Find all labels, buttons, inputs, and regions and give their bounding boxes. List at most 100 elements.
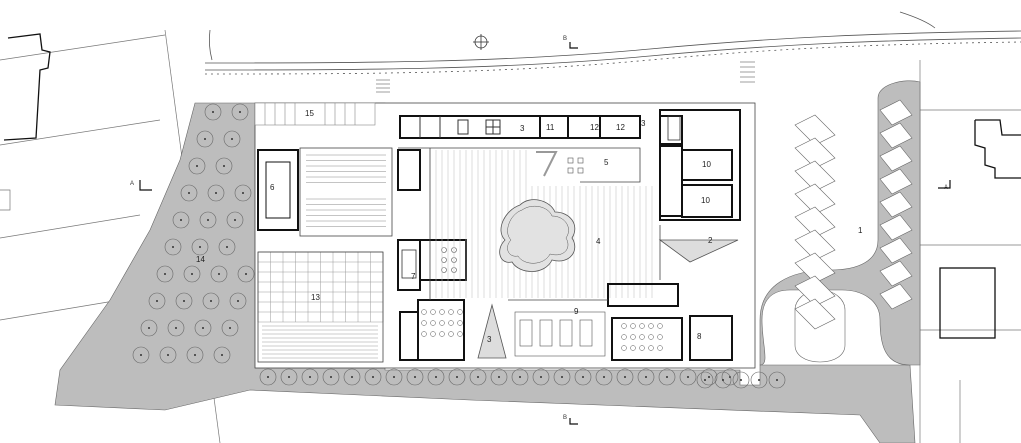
tree-icon bbox=[226, 211, 244, 229]
atrium-walls bbox=[398, 147, 661, 301]
tree-trunk bbox=[180, 219, 182, 221]
tree-icon bbox=[750, 371, 768, 389]
tree-trunk bbox=[704, 379, 706, 381]
room-9-tables bbox=[514, 311, 606, 357]
tree-icon bbox=[148, 292, 166, 310]
table-seat bbox=[457, 309, 463, 315]
tree-icon bbox=[234, 184, 252, 202]
table-seat bbox=[421, 309, 427, 315]
label-10-lower: 10 bbox=[701, 196, 710, 205]
tree-trunk bbox=[234, 219, 236, 221]
tree-icon bbox=[637, 368, 655, 386]
table-seat bbox=[430, 309, 436, 315]
tree-icon bbox=[448, 368, 466, 386]
label-6: 6 bbox=[270, 183, 275, 192]
tree-trunk bbox=[456, 376, 458, 378]
table-seat bbox=[421, 320, 427, 326]
kitchen-5-icons bbox=[567, 157, 584, 174]
tree-trunk bbox=[245, 273, 247, 275]
tree-trunk bbox=[212, 111, 214, 113]
label-13: 13 bbox=[311, 293, 320, 302]
table-seat bbox=[430, 320, 436, 326]
tree-icon bbox=[140, 319, 158, 337]
tree-trunk bbox=[226, 246, 228, 248]
tree-icon bbox=[231, 103, 249, 121]
tree-trunk bbox=[194, 354, 196, 356]
tree-icon bbox=[532, 368, 550, 386]
tree-trunk bbox=[561, 376, 563, 378]
tree-trunk bbox=[172, 246, 174, 248]
tree-icon bbox=[322, 368, 340, 386]
tree-trunk bbox=[229, 327, 231, 329]
tree-icon bbox=[229, 292, 247, 310]
label-10-upper: 10 bbox=[702, 160, 711, 169]
section-b-top: B bbox=[563, 36, 567, 42]
tree-trunk bbox=[221, 354, 223, 356]
table-seat bbox=[657, 345, 663, 351]
tree-trunk bbox=[666, 376, 668, 378]
tree-icon bbox=[364, 368, 382, 386]
table-seat bbox=[648, 345, 654, 351]
label-12-b: 12 bbox=[616, 123, 625, 132]
table-seat bbox=[621, 345, 627, 351]
tree-trunk bbox=[498, 376, 500, 378]
north-arrow-icon bbox=[473, 34, 489, 50]
tree-icon bbox=[172, 211, 190, 229]
tree-icon bbox=[215, 157, 233, 175]
tree-icon bbox=[553, 368, 571, 386]
label-2: 2 bbox=[708, 236, 713, 245]
tree-trunk bbox=[175, 327, 177, 329]
tree-icon bbox=[180, 184, 198, 202]
label-11: 11 bbox=[546, 123, 555, 132]
tree-trunk bbox=[204, 138, 206, 140]
section-markers bbox=[139, 42, 951, 425]
tree-trunk bbox=[645, 376, 647, 378]
parking-bays-left bbox=[794, 114, 836, 330]
table-seat bbox=[657, 323, 663, 329]
table-seat bbox=[430, 331, 436, 337]
tree-icon bbox=[186, 346, 204, 364]
tree-trunk bbox=[218, 273, 220, 275]
table-seat bbox=[439, 309, 445, 315]
label-3-north: 3 bbox=[520, 124, 525, 133]
table-seat bbox=[648, 334, 654, 340]
tree-trunk bbox=[199, 246, 201, 248]
table-seat bbox=[457, 331, 463, 337]
section-a-right: A bbox=[944, 185, 948, 191]
tree-trunk bbox=[223, 165, 225, 167]
tree-icon bbox=[159, 346, 177, 364]
tree-trunk bbox=[164, 273, 166, 275]
tree-trunk bbox=[309, 376, 311, 378]
tree-trunk bbox=[722, 379, 724, 381]
table-seat bbox=[657, 334, 663, 340]
tree-trunk bbox=[372, 376, 374, 378]
tree-icon bbox=[223, 130, 241, 148]
tree-icon bbox=[616, 368, 634, 386]
tree-icon bbox=[768, 371, 786, 389]
tree-icon bbox=[207, 184, 225, 202]
table-seat bbox=[448, 331, 454, 337]
tree-icon bbox=[191, 238, 209, 256]
tree-icon bbox=[280, 368, 298, 386]
tree-trunk bbox=[393, 376, 395, 378]
tree-icon bbox=[714, 371, 732, 389]
table-seat bbox=[448, 309, 454, 315]
tree-trunk bbox=[231, 138, 233, 140]
room-13-outline bbox=[257, 251, 384, 363]
tree-trunk bbox=[477, 376, 479, 378]
tree-trunk bbox=[210, 300, 212, 302]
tree-trunk bbox=[267, 376, 269, 378]
tree-icon bbox=[301, 368, 319, 386]
stair-east bbox=[667, 115, 681, 141]
tree-trunk bbox=[202, 327, 204, 329]
table-seat bbox=[421, 331, 427, 337]
label-4: 4 bbox=[596, 237, 601, 246]
label-3-east: 3 bbox=[641, 119, 646, 128]
tree-trunk bbox=[188, 192, 190, 194]
tree-trunk bbox=[740, 379, 742, 381]
tree-icon bbox=[132, 346, 150, 364]
tree-icon bbox=[732, 371, 750, 389]
tree-icon bbox=[175, 292, 193, 310]
atrium-7-mark bbox=[536, 151, 558, 177]
tree-icon bbox=[204, 103, 222, 121]
